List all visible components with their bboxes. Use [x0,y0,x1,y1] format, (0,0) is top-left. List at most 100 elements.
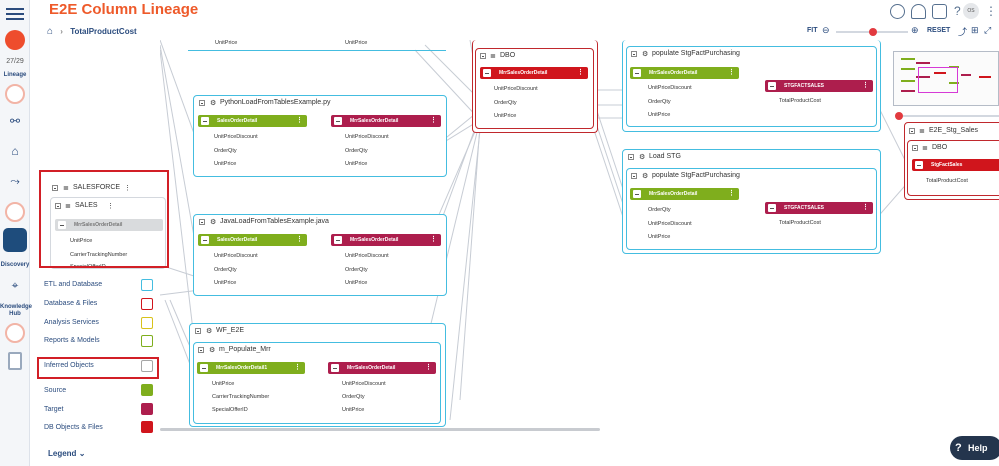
legend-item: Database & Files [44,300,98,307]
flow-icon[interactable]: ⤳ [10,174,20,188]
mapping-node[interactable]: ⚙ m_Populate_Mrr MrrSalesOrderDetail1⋮ M… [193,342,441,424]
target-table-pill[interactable]: MrrSalesOrderDetail⋮ [331,234,441,246]
job-name: PythonLoadFromTablesExample.py [220,99,331,106]
collapse-icon[interactable] [199,219,205,225]
fit-button[interactable]: FIT [807,27,818,34]
field: OrderQty [494,100,517,106]
workflow-node[interactable]: ⚙ WF_E2E ⚙ m_Populate_Mrr MrrSalesOrderD… [189,323,446,427]
database-legend-icon [141,298,153,310]
etl-icon: ⚙ [210,100,217,107]
field: UnitPriceDiscount [342,381,386,387]
lineage-icon[interactable] [5,84,25,104]
legend-item: Inferred Objects [44,362,94,369]
octopus-logo-icon[interactable] [5,30,25,50]
minimap-handle[interactable] [895,112,903,120]
fullscreen-icon[interactable]: ⤢ [984,25,992,35]
help-button[interactable]: ?Help [950,436,999,460]
layout-icon[interactable]: ⊞ [971,25,979,35]
target-table-pill[interactable]: STGFACTSALES⋮ [765,80,873,92]
target-table-pill[interactable]: MrrSalesOrderDetail⋮ [328,362,436,374]
source-table-pill[interactable]: SalesOrderDetail⋮ [198,115,307,127]
zoom-slider-handle[interactable] [869,28,877,36]
field: UnitPriceDiscount [648,221,692,227]
lineage-label: Lineage [3,72,27,78]
target-table-pill[interactable]: MrrSalesOrderDetail⋮ [331,115,441,127]
minimap[interactable] [893,51,999,106]
telescope-icon[interactable]: ⌖ [11,278,19,292]
pill-label: MrrSalesOrderDetail [649,191,698,197]
highlight-frame [37,357,159,379]
lineage-canvas[interactable]: UnitPrice UnitPrice ⚙ PythonLoadFromTabl… [160,40,999,432]
dbobjects-color-swatch [141,421,153,433]
discovery-icon[interactable] [3,228,27,252]
field: UnitPriceDiscount [214,253,258,259]
table-pill[interactable]: StgFactSales [912,159,999,171]
collapse-icon[interactable] [195,328,201,334]
database-icon: ≣ [922,145,928,152]
minimap-viewport[interactable] [918,67,958,93]
field-unitprice: UnitPrice [215,40,238,46]
pill-label: MrrSalesOrderDetail [350,237,399,243]
collapse-icon[interactable] [480,53,486,59]
load-stg-node[interactable]: ⚙ Load STG ⚙ populate StgFactPurchasing … [622,149,881,254]
e2e-stg-sales-node[interactable]: ≣ E2E_Stg_Sales ≣ DBO StgFactSales Total… [904,122,999,200]
collapse-icon[interactable] [628,154,634,160]
collapse-icon[interactable] [912,145,918,151]
knowledge-hub-label: Knowledge Hub [0,304,33,317]
dbo-schema-node[interactable]: ≣ DBO MrrSalesOrderDetail⋮ UnitPriceDisc… [472,40,598,133]
compare-icon[interactable] [5,202,25,222]
source-table-pill[interactable]: MrrSalesOrderDetail1⋮ [197,362,305,374]
bell-icon[interactable] [911,4,926,19]
populate-node[interactable]: ⚙ populate StgFactPurchasing MrrSalesOrd… [622,40,881,132]
collapse-icon[interactable] [631,51,637,57]
collapse-icon[interactable] [52,185,58,191]
document-icon[interactable] [8,352,22,370]
help-icon: ? [955,442,962,454]
collapse-icon[interactable] [198,347,204,353]
pill-label: MrrSalesOrderDetail1 [216,365,268,371]
database-name: SALESFORCE [73,184,121,191]
sales-schema-node[interactable]: ≣ SALES ⋮ MrrSalesOrderDetail UnitPrice … [50,197,166,269]
field: TotalProductCost [926,178,968,184]
hamburger-menu-icon[interactable] [6,8,24,20]
collapse-icon[interactable] [909,128,915,134]
network-icon[interactable]: ⚯ [9,114,21,128]
history-icon[interactable] [890,4,905,19]
knowledge-icon[interactable] [5,323,25,343]
collapse-icon[interactable] [55,203,61,209]
zoom-out-icon[interactable]: ⊖ [822,25,830,35]
source-table-pill[interactable]: MrrSalesOrderDetail⋮ [630,67,739,79]
user-avatar[interactable]: OS [963,3,979,19]
field: UnitPrice [648,234,671,240]
collapse-icon[interactable] [631,173,637,179]
horizontal-scrollbar[interactable] [160,428,600,431]
chart-icon[interactable]: ⤴ [958,27,968,37]
target-table-pill[interactable]: STGFACTSALES⋮ [765,202,873,214]
analysis-legend-icon [141,317,153,329]
field: UnitPriceDiscount [214,134,258,140]
table-pill[interactable]: MrrSalesOrderDetail⋮ [480,67,588,79]
java-job-node[interactable]: ⚙ JavaLoadFromTablesExample.java SalesOr… [193,214,447,296]
notes-icon[interactable] [932,4,947,19]
inferred-table-pill[interactable]: MrrSalesOrderDetail [55,219,163,231]
help-question-icon[interactable]: ? [954,4,961,18]
collapse-icon[interactable] [199,100,205,106]
source-table-pill[interactable]: SalesOrderDetail⋮ [198,234,307,246]
field: OrderQty [214,267,237,273]
zoom-in-icon[interactable]: ⊕ [911,25,919,35]
more-icon[interactable]: ⋮ [124,185,131,192]
legend-toggle-button[interactable]: Legend ⌄ [38,444,100,463]
legend-item: Target [44,406,64,413]
python-job-node[interactable]: ⚙ PythonLoadFromTablesExample.py SalesOr… [193,95,447,177]
field: UnitPrice [494,113,517,119]
workflow-name: Load STG [649,153,681,160]
more-icon[interactable]: ⋮ [107,203,114,210]
salesforce-node[interactable]: ≣ SALESFORCE ⋮ ≣ SALES ⋮ MrrSalesOrderDe… [38,170,168,270]
source-table-pill[interactable]: MrrSalesOrderDetail⋮ [630,188,739,200]
home-icon[interactable]: ⌂ [47,26,54,37]
schema-name: SALES [75,202,98,209]
hierarchy-icon[interactable]: ⌂ [11,144,19,158]
apps-grid-icon[interactable]: ⋮ [985,4,997,18]
reset-button[interactable]: RESET [927,27,951,34]
field: UnitPrice [342,407,365,413]
